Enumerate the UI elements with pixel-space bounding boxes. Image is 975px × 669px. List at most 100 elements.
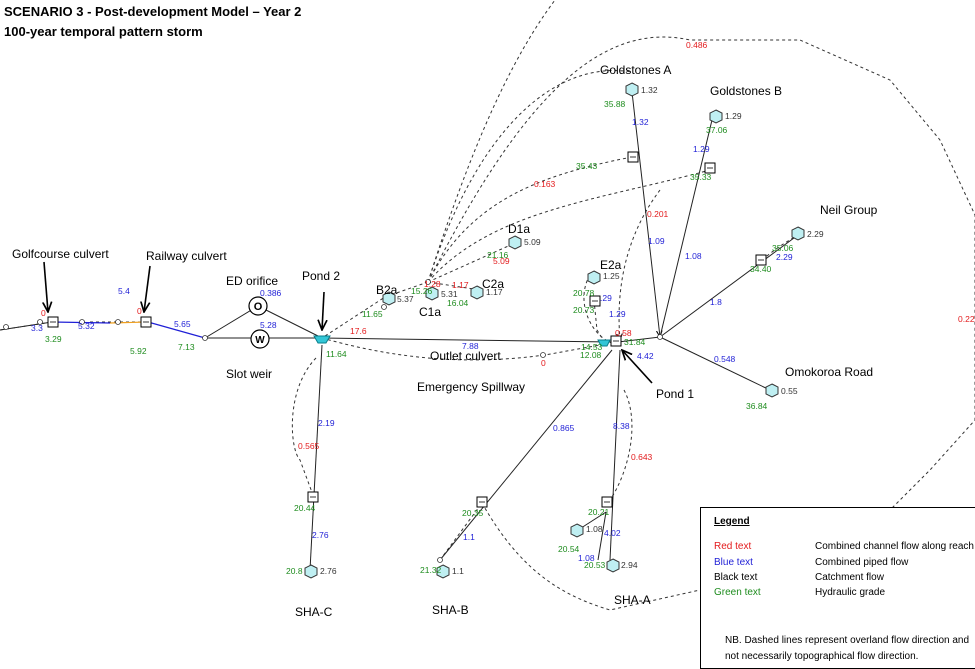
pipe-sha-a-branch-2 bbox=[597, 511, 607, 561]
title-line-1: SCENARIO 3 - Post-development Model – Ye… bbox=[4, 4, 302, 19]
value-black-509: 5.09 bbox=[524, 237, 541, 247]
label-sha-c: SHA-C bbox=[295, 605, 333, 619]
value-black-276: 2.76 bbox=[320, 566, 337, 576]
legend-note-line-2: not necessarily topographical flow direc… bbox=[725, 651, 919, 662]
weir-node: W bbox=[250, 329, 270, 349]
value-blue-108: 1.08 bbox=[685, 251, 702, 261]
value-red-0565: 0.565 bbox=[298, 441, 320, 451]
label-sha-b: SHA-B bbox=[432, 603, 469, 617]
value-green-3184: 31.84 bbox=[624, 337, 646, 347]
value-blue-0548: 0.548 bbox=[714, 354, 736, 364]
value-red-176: 17.6 bbox=[350, 326, 367, 336]
overland-flow-outer-east bbox=[427, 36, 975, 531]
catchment-omokoroa-icon bbox=[765, 383, 779, 398]
black-values: 1.32 1.29 2.29 0.55 5.09 1.17 5.37 5.31 … bbox=[320, 85, 824, 576]
value-blue-0865: 0.865 bbox=[553, 423, 575, 433]
value-green-1453: 14.53 bbox=[581, 342, 603, 352]
value-green-2054: 20.54 bbox=[558, 544, 580, 554]
label-goldstones-a: Goldstones A bbox=[600, 63, 671, 77]
label-pond1: Pond 1 bbox=[656, 387, 694, 401]
catchment-b2a-icon bbox=[382, 291, 396, 306]
value-green-1164: 11.64 bbox=[326, 349, 347, 359]
catchment-sha-a-1-icon bbox=[570, 523, 584, 538]
value-black-531: 5.31 bbox=[441, 289, 458, 299]
value-green-2078: 20.78 bbox=[573, 288, 595, 298]
green-values: 3.29 5.92 7.13 11.64 11.65 15.26 16.04 2… bbox=[45, 99, 794, 576]
value-green-3506: 35.06 bbox=[772, 243, 794, 253]
value-red-0201: 0.201 bbox=[647, 209, 669, 219]
value-blue-442: 4.42 bbox=[637, 351, 654, 361]
value-blue-54: 5.4 bbox=[118, 286, 130, 296]
label-railway-culvert: Railway culvert bbox=[146, 249, 227, 263]
value-green-3684: 36.84 bbox=[746, 401, 768, 411]
legend-key-black: Black text bbox=[714, 572, 758, 583]
overland-flow-e2a bbox=[593, 299, 606, 344]
value-red-0163: 0.163 bbox=[534, 179, 556, 189]
label-goldstones-b: Goldstones B bbox=[710, 84, 782, 98]
legend-key-green: Green text bbox=[714, 587, 761, 598]
pipe-orifice bbox=[204, 305, 259, 339]
legend-title: Legend bbox=[714, 516, 750, 527]
small-nodes bbox=[3, 279, 663, 563]
value-red-0-rail: 0 bbox=[137, 306, 142, 316]
value-red-0486: 0.486 bbox=[686, 40, 708, 50]
overland-flow-goldstones-a bbox=[427, 70, 633, 283]
value-black-117: 1.17 bbox=[486, 287, 503, 297]
value-blue-565: 5.65 bbox=[174, 319, 191, 329]
catchment-c1a-icon bbox=[425, 286, 439, 301]
value-green-3533: 35.33 bbox=[690, 172, 712, 182]
pointer-golfcourse bbox=[44, 261, 48, 312]
pipe-goldstones-b bbox=[659, 119, 713, 338]
value-black-11: 1.1 bbox=[452, 566, 464, 576]
value-green-1526: 15.26 bbox=[411, 286, 433, 296]
overland-flow-d1a bbox=[427, 242, 516, 283]
catchment-sha-b-icon bbox=[436, 564, 450, 579]
value-green-2132: 21.32 bbox=[420, 565, 442, 575]
label-c2a: C2a bbox=[482, 277, 504, 291]
overland-flow-0201 bbox=[619, 189, 661, 340]
label-e2a: E2a bbox=[600, 258, 622, 272]
value-blue-18: 1.8 bbox=[710, 297, 722, 307]
junction-boxes bbox=[47, 151, 767, 508]
catchment-goldstones-b-icon bbox=[709, 109, 723, 124]
red-values: 0.486 0.163 0.201 0 0 17.6 1.17 5.09 1.2… bbox=[41, 40, 975, 462]
pointer-arrows bbox=[44, 261, 653, 384]
pipe-orifice-2 bbox=[257, 305, 323, 339]
value-black-125: 1.25 bbox=[603, 271, 620, 281]
value-green-3543: 35.43 bbox=[576, 161, 598, 171]
value-green-208: 20.8 bbox=[286, 566, 303, 576]
place-labels: Golfcourse culvert Railway culvert ED or… bbox=[12, 63, 878, 619]
value-green-713: 7.13 bbox=[178, 342, 195, 352]
label-ed-orifice: ED orifice bbox=[226, 274, 278, 288]
label-pond2: Pond 2 bbox=[302, 269, 340, 283]
reach-left-stub bbox=[0, 321, 53, 331]
overland-flow-035 bbox=[427, 156, 633, 283]
orifice-symbol: O bbox=[254, 301, 263, 313]
value-green-592: 5.92 bbox=[130, 346, 147, 356]
legend-desc-red: Combined channel flow along reach bbox=[815, 541, 974, 552]
value-green-2053: 20.53 bbox=[584, 560, 606, 570]
value-blue-528: 5.28 bbox=[260, 320, 277, 330]
value-green-1208: 12.08 bbox=[580, 350, 602, 360]
pointer-pond2 bbox=[322, 291, 324, 330]
value-green-2021: 20.21 bbox=[588, 507, 610, 517]
value-black-294: 2.94 bbox=[621, 560, 638, 570]
legend-desc-blue: Combined piped flow bbox=[815, 557, 909, 568]
legend-note-line-1: NB. Dashed lines represent overland flow… bbox=[725, 635, 970, 646]
catchment-sha-c-icon bbox=[304, 564, 318, 579]
pond2-node bbox=[313, 335, 331, 344]
pointer-railway bbox=[144, 265, 151, 312]
weir-symbol: W bbox=[255, 335, 265, 346]
value-black-132: 1.32 bbox=[641, 85, 658, 95]
value-green-1165: 11.65 bbox=[362, 309, 383, 319]
value-blue-29: .29 bbox=[600, 293, 612, 303]
overland-flow-sha-ab bbox=[481, 502, 701, 611]
value-green-2035: 20.35 bbox=[462, 508, 484, 518]
value-blue-0386: 0.386 bbox=[260, 288, 282, 298]
value-green-3440: 34.40 bbox=[750, 264, 772, 274]
value-blue-402: 4.02 bbox=[604, 528, 621, 538]
label-golfcourse-culvert: Golfcourse culvert bbox=[12, 247, 109, 261]
label-c1a: C1a bbox=[419, 305, 441, 319]
label-sha-a: SHA-A bbox=[614, 593, 651, 607]
